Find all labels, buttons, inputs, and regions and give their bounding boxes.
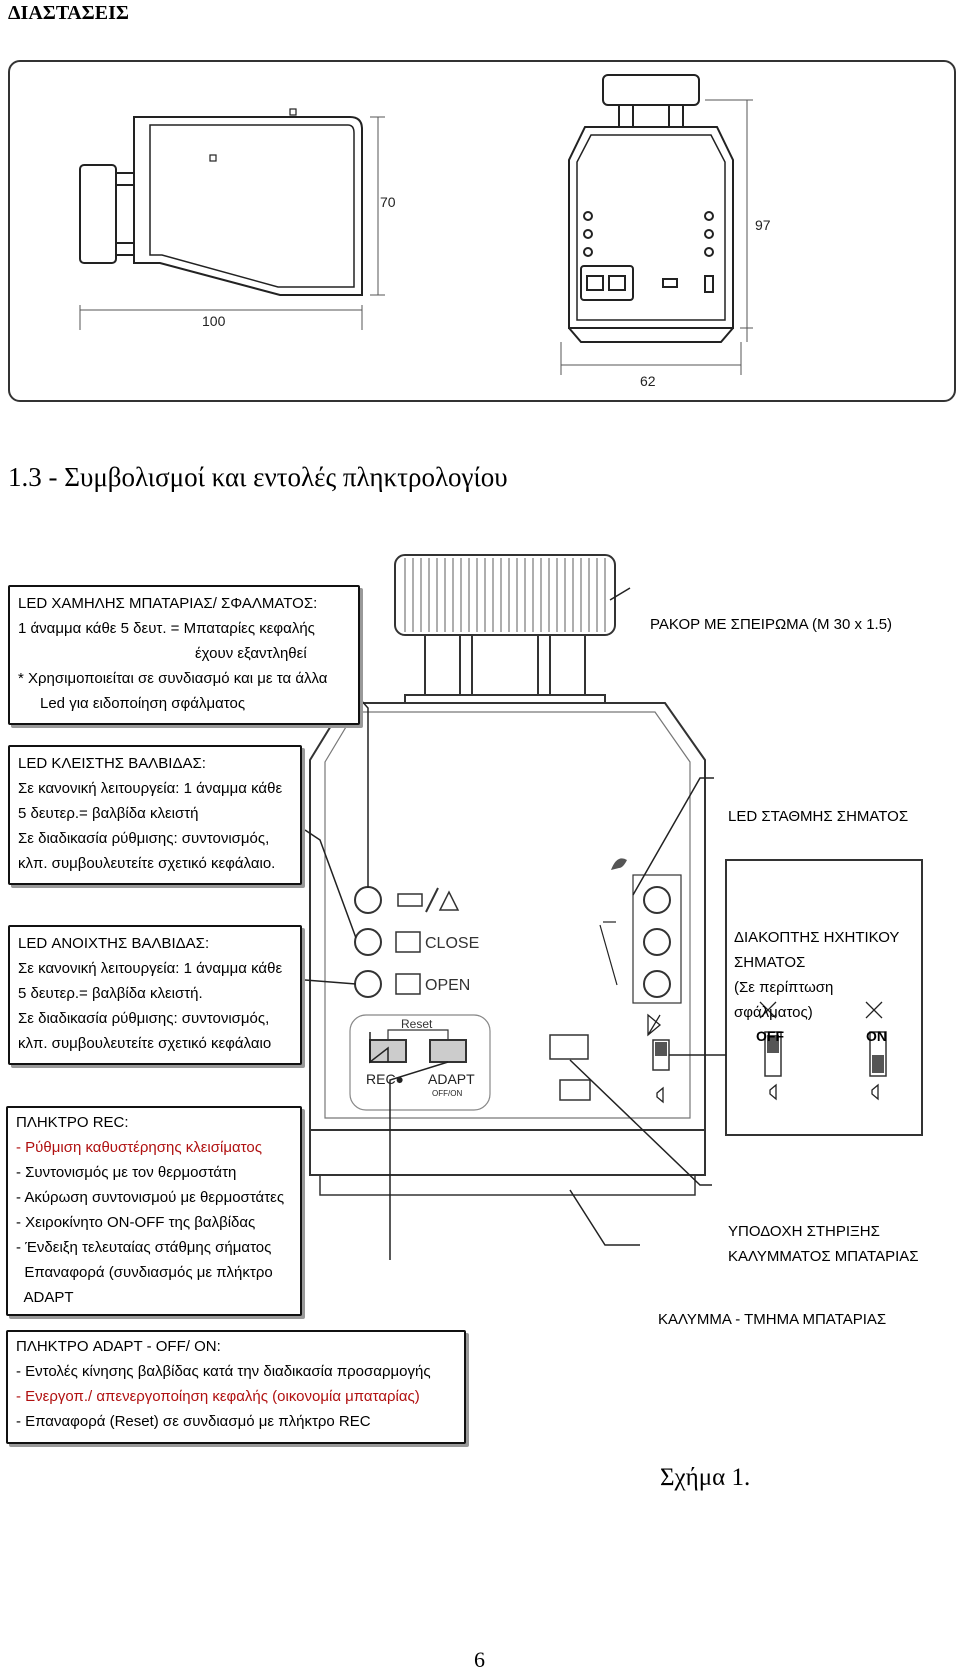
callout-line: κλπ. συμβουλευτείτε σχετικό κεφάλαιο (18, 1035, 272, 1052)
header-title: ΔΙΑΣΤΑΣΕΙΣ (8, 2, 129, 24)
callout-line: LED ΚΛΕΙΣΤΗΣ ΒΑΛΒΙΔΑΣ: (18, 755, 206, 772)
section-heading: 1.3 - Συμβολισμοί και εντολές πληκτρολογ… (8, 462, 508, 492)
callout-line: Led για ειδοποίηση σφάλματος (40, 695, 246, 712)
callout-line: (Σε περίπτωση (734, 979, 834, 996)
label-battery-cover: ΚΑΛΥΜΜΑ - ΤΜΗΜΑ ΜΠΑΤΑΡΙΑΣ (658, 1311, 887, 1328)
callout-line: ΣΗΜΑΤΟΣ (734, 954, 806, 971)
callout-line: - Ρύθμιση καθυστέρησης κλεισίματος (16, 1139, 262, 1156)
callout-line: - Ενεργοπ./ απενεργοποίηση κεφαλής (οικο… (16, 1388, 420, 1405)
callout-line: ΠΛΗΚΤΡΟ ADAPT - OFF/ ON: (16, 1338, 221, 1355)
callout-line: ΠΛΗΚΤΡΟ REC: (16, 1114, 129, 1131)
callout-line: σφάλματος) (734, 1004, 813, 1021)
callout-line: κλπ. συμβουλευτείτε σχετικό κεφάλαιο. (18, 855, 276, 872)
device-close-label: CLOSE (425, 935, 479, 952)
callout-line: - Ακύρωση συντονισμού με θερμοστάτες (16, 1189, 285, 1206)
label-signal-led: LED ΣΤΑΘΜΗΣ ΣΗΜΑΤΟΣ (728, 808, 909, 825)
dim-100: 100 (202, 313, 226, 329)
dimensions-frame (8, 60, 956, 402)
callout-led-low-battery: LED ΧΑΜΗΛΗΣ ΜΠΑΤΑΡΙΑΣ/ ΣΦΑΛΜΑΤΟΣ: 1 άναμ… (8, 585, 360, 725)
callout-line: 5 δευτερ.= βαλβίδα κλειστή (18, 805, 199, 822)
dim-62: 62 (640, 373, 656, 389)
callout-line: - Επαναφορά (Reset) σε συνδιασμό με πλήκ… (16, 1413, 371, 1430)
callout-line: ΔΙΑΚΟΠΤΗΣ ΗΧΗΤΙΚΟΥ (734, 929, 900, 946)
callout-line: * Χρησιμοποιείται σε συνδιασμό και με τα… (18, 670, 328, 687)
callout-line: - Χειροκίνητο ON-OFF της βαλβίδας (16, 1214, 256, 1231)
callout-buzzer-switch: ΔΙΑΚΟΠΤΗΣ ΗΧΗΤΙΚΟΥ ΣΗΜΑΤΟΣ (Σε περίπτωση… (734, 925, 899, 1025)
device-offon-label: OFF/ON (432, 1089, 462, 1098)
figure-caption: Σχήμα 1. (660, 1464, 751, 1491)
callout-line: - Συντονισμός με τον θερμοστάτη (16, 1164, 237, 1181)
callout-line: Σε κανονική λειτουργεία: 1 άναμμα κάθε (18, 780, 283, 797)
callout-line: Σε διαδικασία ρύθμισης: συντονισμός, (18, 830, 270, 847)
callout-line: ADAPT (16, 1289, 74, 1306)
dim-70: 70 (380, 194, 396, 210)
device-rec-label: REC● (366, 1071, 404, 1087)
callout-rec-key: ΠΛΗΚΤΡΟ REC: - Ρύθμιση καθυστέρησης κλει… (6, 1106, 302, 1316)
callout-led-valve-closed: LED ΚΛΕΙΣΤΗΣ ΒΑΛΒΙΔΑΣ: Σε κανονική λειτο… (8, 745, 302, 885)
label-cover-support-2: ΚΑΛΥΜΜΑΤΟΣ ΜΠΑΤΑΡΙΑΣ (728, 1248, 919, 1265)
device-open-label: OPEN (425, 977, 470, 994)
device-reset-label: Reset (401, 1017, 433, 1031)
device-adapt-label: ADAPT (428, 1071, 475, 1087)
callout-led-valve-open: LED ΑΝΟΙΧΤΗΣ ΒΑΛΒΙΔΑΣ: Σε κανονική λειτο… (8, 925, 302, 1065)
buzzer-on-label: ON (866, 1028, 887, 1044)
front-view-drawing: 97 62 (560, 74, 771, 389)
callout-line: 1 άναμμα κάθε 5 δευτ. = Μπαταρίες κεφαλή… (18, 620, 315, 637)
side-view-drawing: 70 100 (79, 108, 396, 330)
buzzer-off-label: OFF (756, 1028, 784, 1044)
callout-line: Σε διαδικασία ρύθμισης: συντονισμός, (18, 1010, 270, 1027)
callout-line: Σε κανονική λειτουργεία: 1 άναμμα κάθε (18, 960, 283, 977)
callout-line: LED ΧΑΜΗΛΗΣ ΜΠΑΤΑΡΙΑΣ/ ΣΦΑΛΜΑΤΟΣ: (18, 595, 318, 612)
dim-97: 97 (755, 217, 771, 233)
callout-line: - Ένδειξη τελευταίας στάθμης σήματος (16, 1239, 272, 1256)
callout-line: LED ΑΝΟΙΧΤΗΣ ΒΑΛΒΙΔΑΣ: (18, 935, 210, 952)
callout-adapt-key: ΠΛΗΚΤΡΟ ADAPT - OFF/ ON: - Εντολές κίνησ… (6, 1330, 466, 1444)
callout-line: έχουν εξαντληθεί (195, 645, 307, 662)
callout-line: Επαναφορά (συνδιασμός με πλήκτρο (16, 1264, 273, 1281)
page-number: 6 (474, 1647, 485, 1672)
callout-line: 5 δευτερ.= βαλβίδα κλειστή. (18, 985, 203, 1002)
callout-line: - Εντολές κίνησης βαλβίδας κατά την διαδ… (16, 1363, 431, 1380)
label-coupling: ΡΑΚΟΡ ΜΕ ΣΠΕΙΡΩΜΑ (Μ 30 x 1.5) (650, 616, 893, 633)
label-cover-support-1: ΥΠΟΔΟΧΗ ΣΤΗΡΙΞΗΣ (728, 1223, 880, 1240)
